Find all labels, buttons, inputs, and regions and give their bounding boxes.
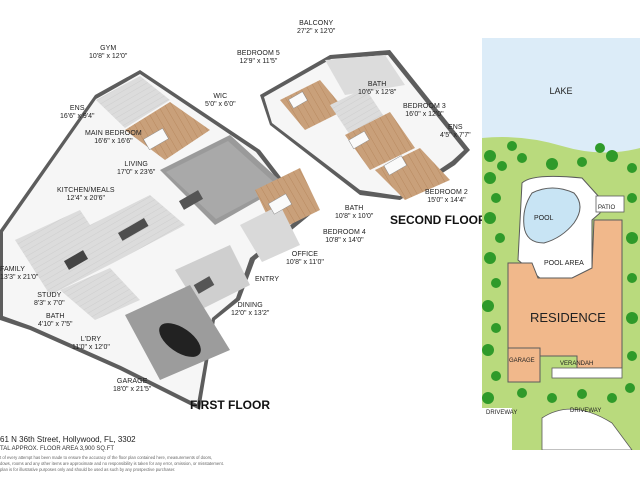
site-label-patio: PATIO [598, 205, 616, 211]
property-address: 61 N 36th Street, Hollywood, FL, 3302 [0, 435, 136, 444]
disclaimer-line-1: t of every attempt has been made to ensu… [0, 455, 213, 460]
site-label-verandah: VERANDAH [560, 361, 594, 367]
disclaimer-line-3: plan is for illustrative purposes only a… [0, 467, 176, 472]
site-label-pool: POOL [534, 215, 554, 222]
first-floor-model [0, 70, 320, 410]
first-floor-title: FIRST FLOOR [190, 398, 270, 412]
total-floor-area: TAL APPROX. FLOOR AREA 3,900 SQ.FT [0, 446, 115, 452]
second-floor-title: SECOND FLOOR [390, 213, 487, 227]
site-plan-drawing [482, 38, 640, 450]
second-floor-model [260, 50, 470, 200]
site-label-driveway-left: DRIVEWAY [486, 410, 518, 416]
disclaimer-line-2: dows, rooms and any other items are appr… [0, 461, 224, 466]
floor-plan-renderings [0, 50, 470, 410]
site-label-pool-area: POOL AREA [544, 260, 584, 267]
room-label-entry: ENTRY [255, 276, 280, 283]
site-label-residence: RESIDENCE [530, 310, 606, 325]
site-label-lake: LAKE [549, 86, 573, 96]
site-label-driveway-right: DRIVEWAY [570, 408, 602, 414]
site-label-garage: GARAGE [509, 358, 535, 364]
tree-icons [482, 141, 638, 404]
site-plan: LAKE POOL PATIO POOL AREA RESIDENCE GARA… [482, 38, 640, 450]
